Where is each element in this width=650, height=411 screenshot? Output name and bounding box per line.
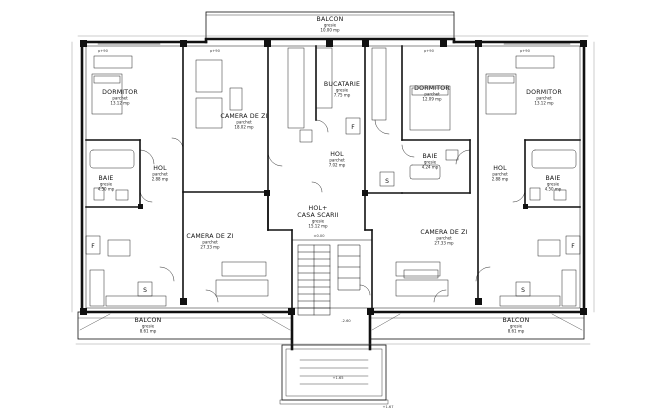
room-name-balcon_r: BALCON [503,317,530,324]
stove-label: S [143,287,147,294]
level-hall: ±0.00 [313,234,325,238]
room-area-camera_r: 27.33 mp [434,241,454,246]
room-material-dorm_r: parchet [536,96,552,101]
fridge-label: F [351,124,355,131]
room-name-hol_scari: HOL+ [309,205,328,212]
room-area-baie_l: 4.50 mp [98,187,115,192]
furniture [85,47,581,307]
room-material-bucatarie: gresie [336,88,349,93]
room-material-dorm_c: parchet [424,92,440,97]
room-material-camera_r: parchet [436,236,452,241]
room-name-camera_top: CAMERA DE ZI [220,113,267,120]
room-material-balcon_top: gresie [324,23,337,28]
room-material-camera_l: parchet [202,240,218,245]
room-material-dorm_l: parchet [112,96,128,101]
doors [139,119,526,303]
dim-label: p+90 [424,49,435,53]
room-material-hol_c: parchet [329,158,345,163]
balcony-left [77,311,293,340]
stove-label: S [521,287,525,294]
room-area-hol_l: 2.88 mp [152,177,169,182]
room-name-dorm_l: DORMITOR [102,89,138,96]
fridge-box [85,235,101,255]
dim-label: p+90 [98,49,109,53]
fridge-label: F [571,243,575,250]
stove-label: S [385,178,389,185]
room-name-baie_r: BAIE [545,175,560,182]
staircase [291,239,373,316]
room-name-dorm_c: DORMITOR [414,85,450,92]
structural-columns [80,40,587,315]
room-area-bucatarie: 7.75 mp [334,93,351,98]
room-area-hol_scari: 15.12 mp [308,224,328,229]
dim-label: p+90 [520,49,531,53]
room-material-balcon_l: gresie [142,324,155,329]
room-name-dorm_r: DORMITOR [526,89,562,96]
room-area-camera_top: 18.02 mp [234,125,254,130]
room-area-baie_c: 4.24 mp [422,165,439,170]
fridge-label: F [91,243,95,250]
level-outside: +1.67 [382,405,393,409]
room-material-baie_r: gresie [547,182,560,187]
room-material-hol_scari: gresie [312,219,325,224]
room-material-camera_top: parchet [236,120,252,125]
room-area-dorm_l: 13.12 mp [110,101,130,106]
room-area-baie_r: 4.50 mp [545,187,562,192]
room-area-balcon_l: 8.61 mp [140,329,157,334]
level-entry: +1.65 [332,376,343,380]
room-material-baie_l: gresie [100,182,113,187]
balcony-right [369,311,585,340]
room-area-dorm_r: 13.12 mp [534,101,554,106]
room-material-balcon_r: gresie [510,324,523,329]
room-material-baie_c: gresie [424,160,437,165]
room-name-hol_l: HOL [153,165,167,172]
room-area-balcon_top: 10.00 mp [320,28,340,33]
dimension-lines [71,35,595,345]
room-area-hol_c: 7.02 mp [329,163,346,168]
room-name-camera_l: CAMERA DE ZI [186,233,233,240]
room-area-camera_l: 27.33 mp [200,245,220,250]
room-area-dorm_c: 12.09 mp [422,97,442,102]
entrance-porch [279,344,389,405]
room-name-camera_r: CAMERA DE ZI [420,229,467,236]
room-name-hol_c: HOL [330,151,344,158]
room-name-balcon_top: BALCON [317,16,344,23]
room-material-hol_l: parchet [152,172,168,177]
room-area-balcon_r: 8.61 mp [508,329,525,334]
room-name-balcon_l: BALCON [135,317,162,324]
room-name-hol_r: HOL [493,165,507,172]
room-area-hol_r: 2.88 mp [492,177,509,182]
room-name-baie_c: BAIE [422,153,437,160]
room-name-hol_scari-line2: CASA SCARII [297,212,338,219]
level-stair: -2.60 [341,319,351,323]
room-name-baie_l: BAIE [98,175,113,182]
room-name-bucatarie: BUCATARIE [324,81,360,88]
room-material-hol_r: parchet [492,172,508,177]
dim-label: p+90 [210,49,221,53]
